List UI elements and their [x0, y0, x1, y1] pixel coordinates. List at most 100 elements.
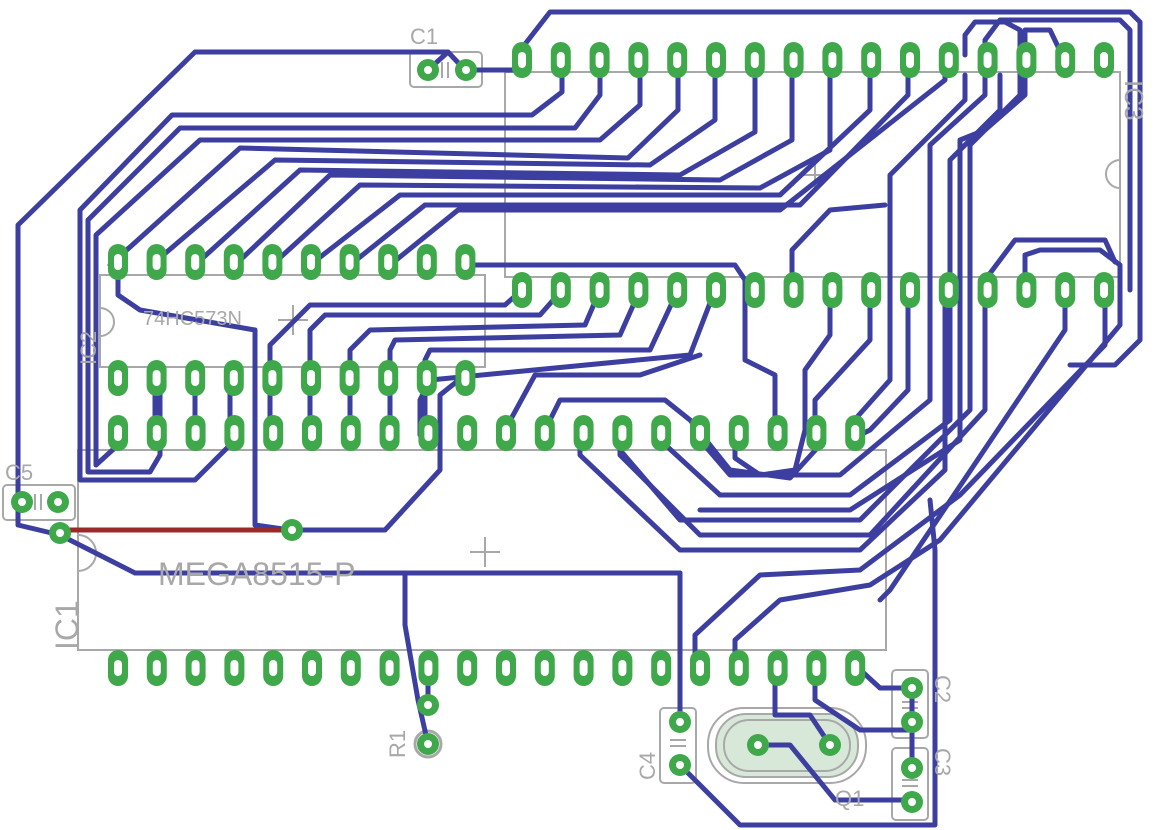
pad-drill	[579, 425, 588, 441]
trace	[577, 287, 948, 553]
pad-drill	[518, 282, 526, 298]
pad-drill	[696, 425, 704, 441]
pad-drill	[908, 798, 916, 806]
c3-symbol	[902, 779, 918, 787]
pad-drill	[1022, 282, 1031, 298]
trace	[847, 72, 968, 428]
pad-drill	[191, 370, 200, 386]
c1-symbol	[441, 62, 449, 78]
trace	[542, 397, 823, 481]
pad-drill	[384, 370, 393, 386]
pad-drill	[191, 254, 200, 270]
pad-drill	[657, 425, 666, 441]
pad-layer	[11, 42, 1114, 813]
pad-drill	[385, 660, 394, 676]
label-q1: Q1	[835, 786, 864, 811]
trace	[697, 52, 1028, 513]
pad-drill	[307, 370, 315, 386]
pad-drill	[1061, 52, 1070, 68]
pad-drill	[540, 660, 549, 676]
pad-drill	[789, 52, 798, 68]
pad-drill	[114, 425, 122, 441]
pad-drill	[712, 52, 720, 68]
label-ic2: IC2	[76, 331, 101, 365]
pad-drill	[908, 764, 916, 772]
ic2-outline	[99, 274, 486, 368]
pad-drill	[983, 52, 992, 68]
pad-drill	[345, 254, 354, 270]
trace	[502, 352, 703, 433]
pad-drill	[944, 52, 953, 68]
ic1-origin-cross	[470, 537, 500, 567]
pad-drill	[384, 254, 393, 270]
trace	[85, 52, 603, 475]
trace	[287, 372, 468, 533]
pad-drill	[269, 425, 278, 441]
pad-drill	[618, 425, 627, 441]
label-ic2-value: 74HC573N	[143, 308, 242, 330]
pad-drill	[734, 660, 743, 676]
pad-drill	[422, 254, 431, 270]
q1-inner	[723, 719, 851, 772]
c5-symbol	[34, 494, 42, 510]
pad-drill	[268, 254, 277, 270]
pad-drill	[906, 282, 914, 298]
pad-drill	[812, 660, 821, 676]
c4-symbol	[670, 739, 686, 747]
pad-drill	[634, 282, 643, 298]
pad-drill	[424, 66, 432, 74]
r1-ring	[413, 729, 443, 759]
pad-drill	[595, 282, 604, 298]
top-traces	[15, 9, 1143, 828]
pad-drill	[152, 254, 161, 270]
pad-drill	[983, 282, 992, 298]
pad-drill	[463, 660, 472, 676]
pad-drill	[424, 701, 432, 709]
trace	[107, 52, 681, 268]
pad-drill	[424, 740, 432, 748]
ic3-notch	[1105, 159, 1121, 189]
pad-drill	[229, 254, 238, 270]
pad-drill	[518, 52, 526, 68]
trace	[307, 52, 873, 268]
pad-drill	[540, 425, 549, 441]
pad-drill	[851, 425, 860, 441]
label-c4: C4	[635, 752, 660, 780]
trace	[115, 262, 293, 533]
trace	[677, 497, 938, 828]
pad-drill	[152, 660, 161, 676]
pad-drill	[385, 425, 394, 441]
pad-drill	[673, 52, 682, 68]
ic2-notch	[99, 307, 115, 337]
pad-drill	[268, 370, 277, 386]
pad-drill	[308, 660, 316, 676]
trace	[617, 287, 988, 538]
pad-drill	[673, 282, 682, 298]
pad-drill	[908, 718, 916, 726]
pad-drill	[826, 741, 834, 749]
trace	[877, 287, 1068, 603]
pad-drill	[812, 425, 821, 441]
pad-drill	[114, 370, 122, 386]
pad-drill	[345, 370, 354, 386]
pad-drill	[908, 684, 916, 692]
trace	[462, 262, 778, 433]
pad-drill	[754, 741, 762, 749]
label-c5: C5	[5, 460, 33, 485]
pad-drill	[634, 52, 643, 68]
pad-drill	[696, 660, 704, 676]
trace	[812, 287, 873, 433]
pad-drill	[230, 425, 239, 441]
pad-drill	[424, 660, 433, 676]
trace	[982, 237, 1118, 283]
pad-drill	[54, 498, 62, 506]
trace	[772, 662, 833, 748]
pad-drill	[56, 529, 64, 537]
pad-drill	[579, 660, 588, 676]
pad-drill	[734, 425, 743, 441]
label-ic1-value: MEGA8515-P	[158, 556, 355, 592]
pad-drill	[773, 425, 782, 441]
trace	[445, 9, 1143, 368]
label-ic1: IC1	[49, 600, 85, 650]
